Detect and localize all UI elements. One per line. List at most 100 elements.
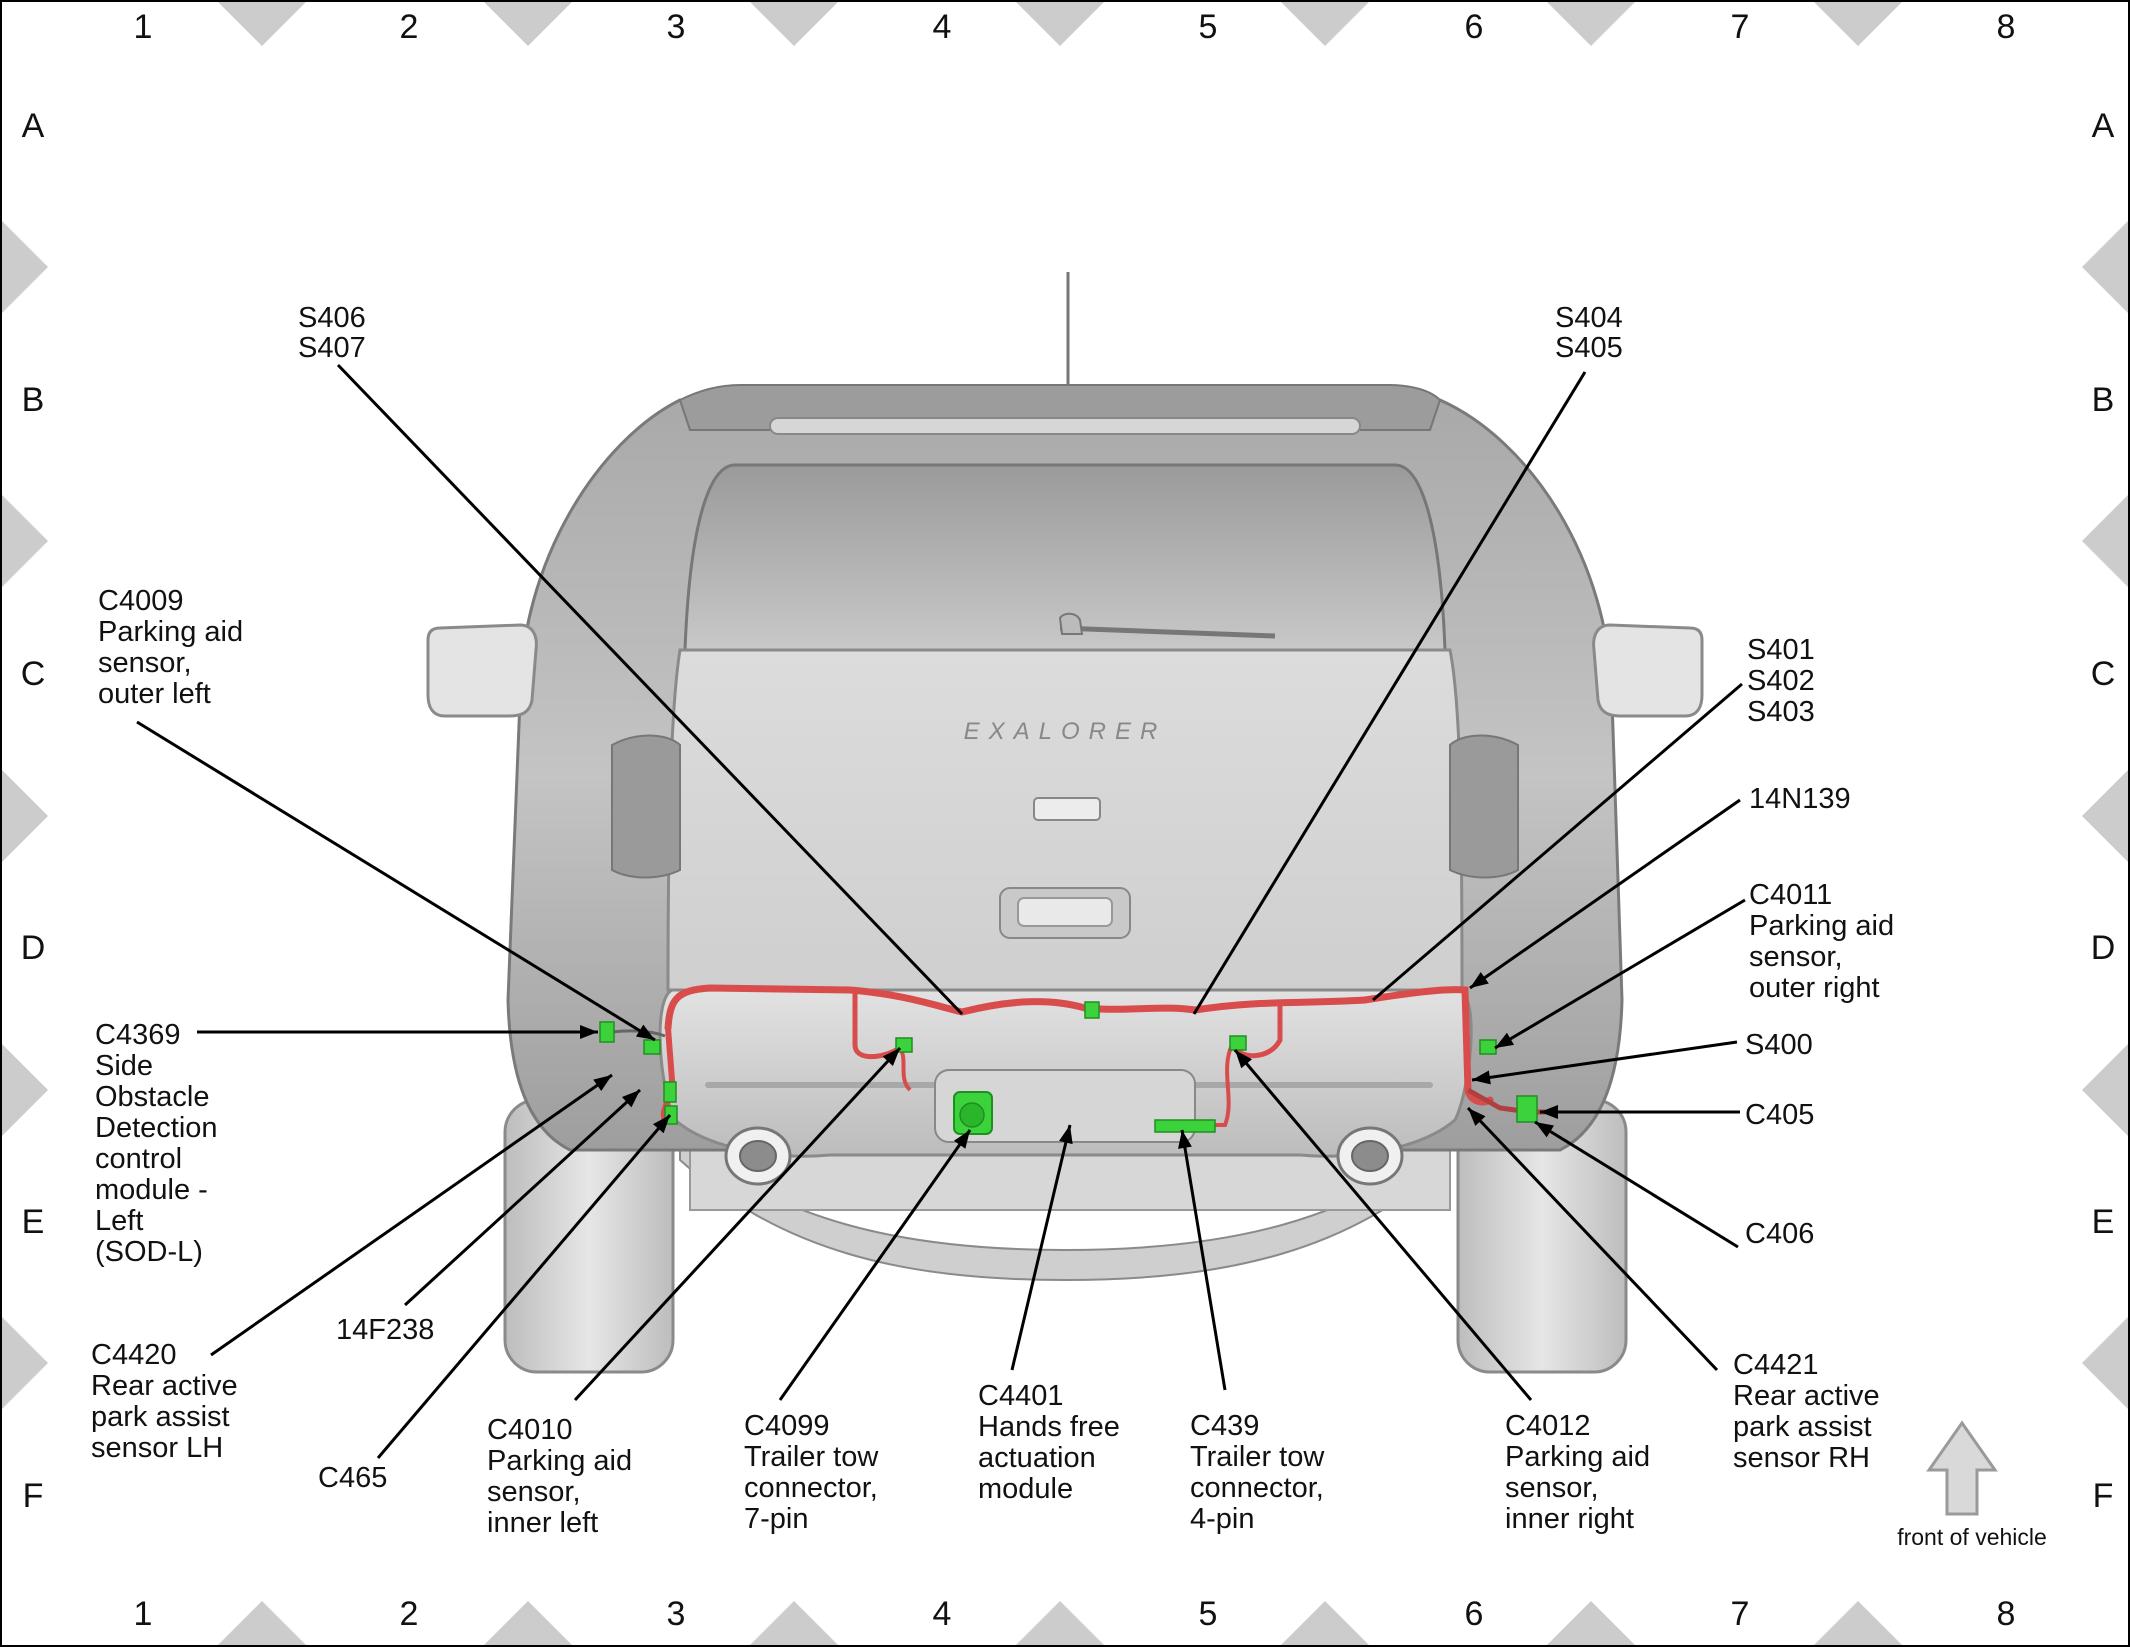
left-tail-light <box>611 734 681 879</box>
rear-camera <box>1033 797 1101 821</box>
grid-column-label-top: 7 <box>1731 8 1750 46</box>
leader-line <box>1010 1124 1072 1371</box>
trailer-4pin-branch <box>1160 1044 1234 1127</box>
callout-line: outer left <box>98 678 211 710</box>
leader-arrowhead <box>593 1075 612 1092</box>
callout-c405: C405 <box>1745 1099 1814 1131</box>
grid-marker-right <box>2082 770 2128 862</box>
vehicle-rear-view: EXALORER <box>426 272 1704 1374</box>
callout-line: C4369 <box>95 1019 180 1051</box>
leader-line <box>376 1114 672 1459</box>
callout-line: C4010 <box>487 1414 572 1446</box>
callout-c465: C465 <box>318 1462 387 1494</box>
grid-marker-top <box>750 2 838 46</box>
grid-row-label-right: A <box>2092 107 2115 145</box>
leader-line <box>573 1046 902 1402</box>
callout-line: C4012 <box>1505 1410 1590 1442</box>
grid-row-label-right: D <box>2091 929 2116 967</box>
callout-line: S406 <box>298 302 366 334</box>
grid-marker-top <box>1814 2 1902 46</box>
connector-c4011 <box>1479 1039 1497 1055</box>
grid-row-label-left: A <box>22 107 45 145</box>
callout-line: Parking aid <box>1749 910 1894 942</box>
wiper-pivot <box>1058 612 1084 635</box>
callout-line: C465 <box>318 1462 387 1494</box>
leader-arrowhead <box>653 1115 670 1134</box>
callout-line: inner left <box>487 1507 598 1539</box>
leader-arrowhead <box>1472 1070 1491 1085</box>
connector-c4012 <box>1229 1035 1247 1051</box>
brake-light <box>769 417 1361 435</box>
grid-column-label-top: 3 <box>667 8 686 46</box>
grid-row-label-right: F <box>2093 1477 2114 1515</box>
front-of-vehicle-indicator: front of vehicle <box>1897 1420 2047 1550</box>
callout-line: module <box>978 1473 1073 1505</box>
callout-line: Obstacle <box>95 1081 209 1113</box>
callout-line: 14N139 <box>1749 783 1851 815</box>
grid-row-label-left: E <box>22 1203 45 1241</box>
leader-line <box>778 1129 972 1401</box>
leader-arrowhead <box>1470 971 1489 988</box>
grid-marker-bottom <box>1281 1601 1369 1645</box>
callout-line: C4421 <box>1733 1349 1818 1381</box>
left-mirror <box>426 623 538 718</box>
grid-column-label-top: 2 <box>400 8 419 46</box>
connector-c4369 <box>599 1021 615 1043</box>
callout-line: Trailer tow <box>744 1441 879 1473</box>
callout-line: inner right <box>1505 1503 1634 1535</box>
grid-row-label-right: E <box>2092 1203 2115 1241</box>
front-of-vehicle-note: front of vehicle <box>1897 1524 2047 1550</box>
grid-marker-bottom <box>1547 1601 1635 1645</box>
leader-line <box>1469 798 1741 990</box>
grid-row-label-right: C <box>2091 655 2116 693</box>
leader-arrowhead <box>1495 1032 1515 1048</box>
callout-line: C4401 <box>978 1380 1063 1412</box>
callout-line: control <box>95 1143 182 1175</box>
grid-marker-left <box>2 495 48 587</box>
callout-line: S404 <box>1555 302 1623 334</box>
grid-marker-left <box>2 221 48 313</box>
leader-line <box>210 1073 613 1357</box>
grid-marker-bottom <box>1016 1601 1104 1645</box>
grid-row-label-left: B <box>22 381 45 419</box>
callout-line: C4011 <box>1749 879 1832 911</box>
grid-column-label-bottom: 5 <box>1199 1595 1218 1633</box>
callout-line: park assist <box>1733 1411 1872 1443</box>
callout-line: S403 <box>1747 696 1815 728</box>
grid-column-label-top: 8 <box>1997 8 2016 46</box>
grid-marker-bottom <box>1814 1601 1902 1645</box>
leader-arrowhead <box>621 1090 640 1108</box>
connector-c4401-module <box>1084 1001 1100 1019</box>
leader-lines <box>136 363 1746 1459</box>
callout-line: C4420 <box>91 1339 176 1371</box>
leader-line <box>1466 1106 1719 1372</box>
leader-line <box>1494 898 1746 1050</box>
callout-line: sensor RH <box>1733 1442 1870 1474</box>
grid-marker-left <box>2 1317 48 1409</box>
grid-column-label-top: 6 <box>1465 8 1484 46</box>
callout-line: S400 <box>1745 1029 1813 1061</box>
callout-line: park assist <box>91 1401 230 1433</box>
callout-f14f238: 14F238 <box>336 1314 434 1346</box>
callout-line: S401 <box>1747 634 1815 666</box>
grid-marker-left <box>2 770 48 862</box>
leader-arrowhead <box>580 1025 598 1039</box>
right-mirror <box>1592 623 1704 718</box>
grid-marker-bottom <box>484 1601 572 1645</box>
grid-column-label-bottom: 6 <box>1465 1595 1484 1633</box>
leader-arrowhead <box>1178 1130 1192 1149</box>
grid-row-label-left: D <box>21 929 46 967</box>
leader-line <box>336 363 964 1016</box>
callout-line: sensor, <box>1505 1472 1599 1504</box>
callout-line: Parking aid <box>1505 1441 1650 1473</box>
grid-marker-right <box>2082 1044 2128 1136</box>
